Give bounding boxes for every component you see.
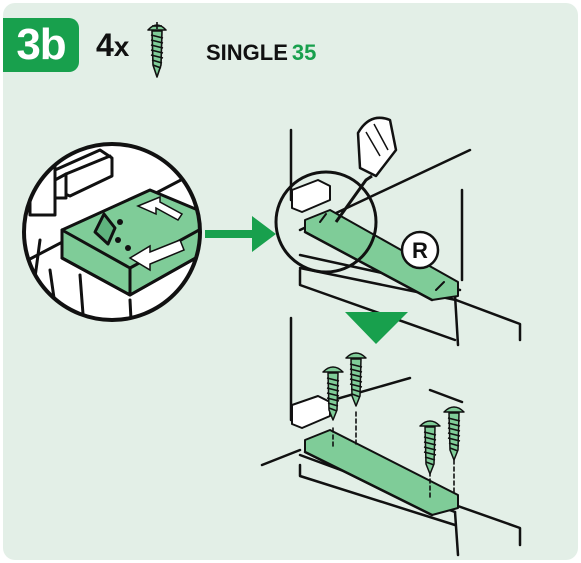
quantity-multiplier: x: [113, 31, 130, 62]
bottom-assembly-view: [260, 316, 522, 557]
screw-4: [443, 406, 465, 461]
quantity-value: 4: [96, 27, 114, 63]
arrow-down-icon: [345, 312, 408, 344]
zoom-detail: [22, 142, 202, 322]
step-badge: 3b: [3, 18, 79, 72]
top-assembly-view: [289, 128, 522, 347]
side-marker-label: R: [412, 238, 428, 263]
product-name: SINGLE: [206, 40, 288, 65]
screw-set: [322, 352, 465, 475]
screw-1: [322, 366, 344, 421]
arrow-right-icon: [205, 216, 276, 252]
screw-3: [419, 420, 441, 475]
zoom-source-circle: [274, 170, 378, 274]
screw-icon: [147, 22, 167, 78]
step-number: 3b: [16, 20, 66, 69]
screw-2: [345, 352, 367, 407]
slide-arrow-icon: [128, 195, 185, 272]
product-number: 35: [291, 40, 317, 65]
side-marker: R: [400, 230, 440, 270]
screwdriver-icon: [334, 116, 398, 223]
quantity-label: 4x: [96, 27, 129, 64]
